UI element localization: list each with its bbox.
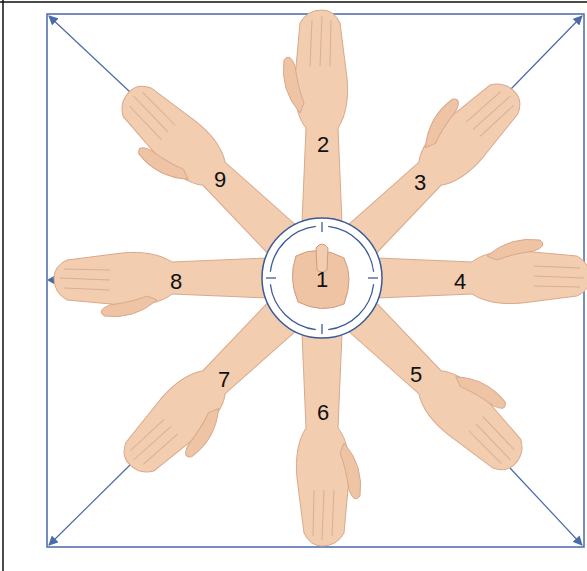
- hand: [283, 10, 347, 223]
- callout-number: 7: [218, 369, 230, 391]
- hand: [335, 64, 533, 258]
- callout-number: 2: [317, 134, 329, 156]
- hand: [377, 239, 587, 303]
- cell-border: [0, 1, 587, 3]
- cell-border: [2, 0, 4, 571]
- corner-arrow: [510, 16, 582, 90]
- hand: [54, 252, 267, 316]
- callout-number: 6: [317, 402, 329, 424]
- callout-number: 4: [454, 271, 466, 293]
- corner-arrow: [49, 465, 130, 545]
- corner-arrow: [49, 16, 130, 92]
- callout-number: 3: [414, 172, 426, 194]
- hand: [296, 333, 360, 546]
- edge-arrowhead: [47, 276, 54, 284]
- callout-number: 8: [170, 271, 182, 293]
- hand: [111, 298, 309, 492]
- callout-number: 1: [316, 269, 328, 291]
- center-circle: 1: [260, 216, 384, 340]
- hand: [102, 73, 300, 267]
- callout-number: 9: [214, 169, 226, 191]
- corner-arrow: [510, 468, 582, 545]
- callout-number: 5: [410, 364, 422, 386]
- hand: [344, 288, 542, 482]
